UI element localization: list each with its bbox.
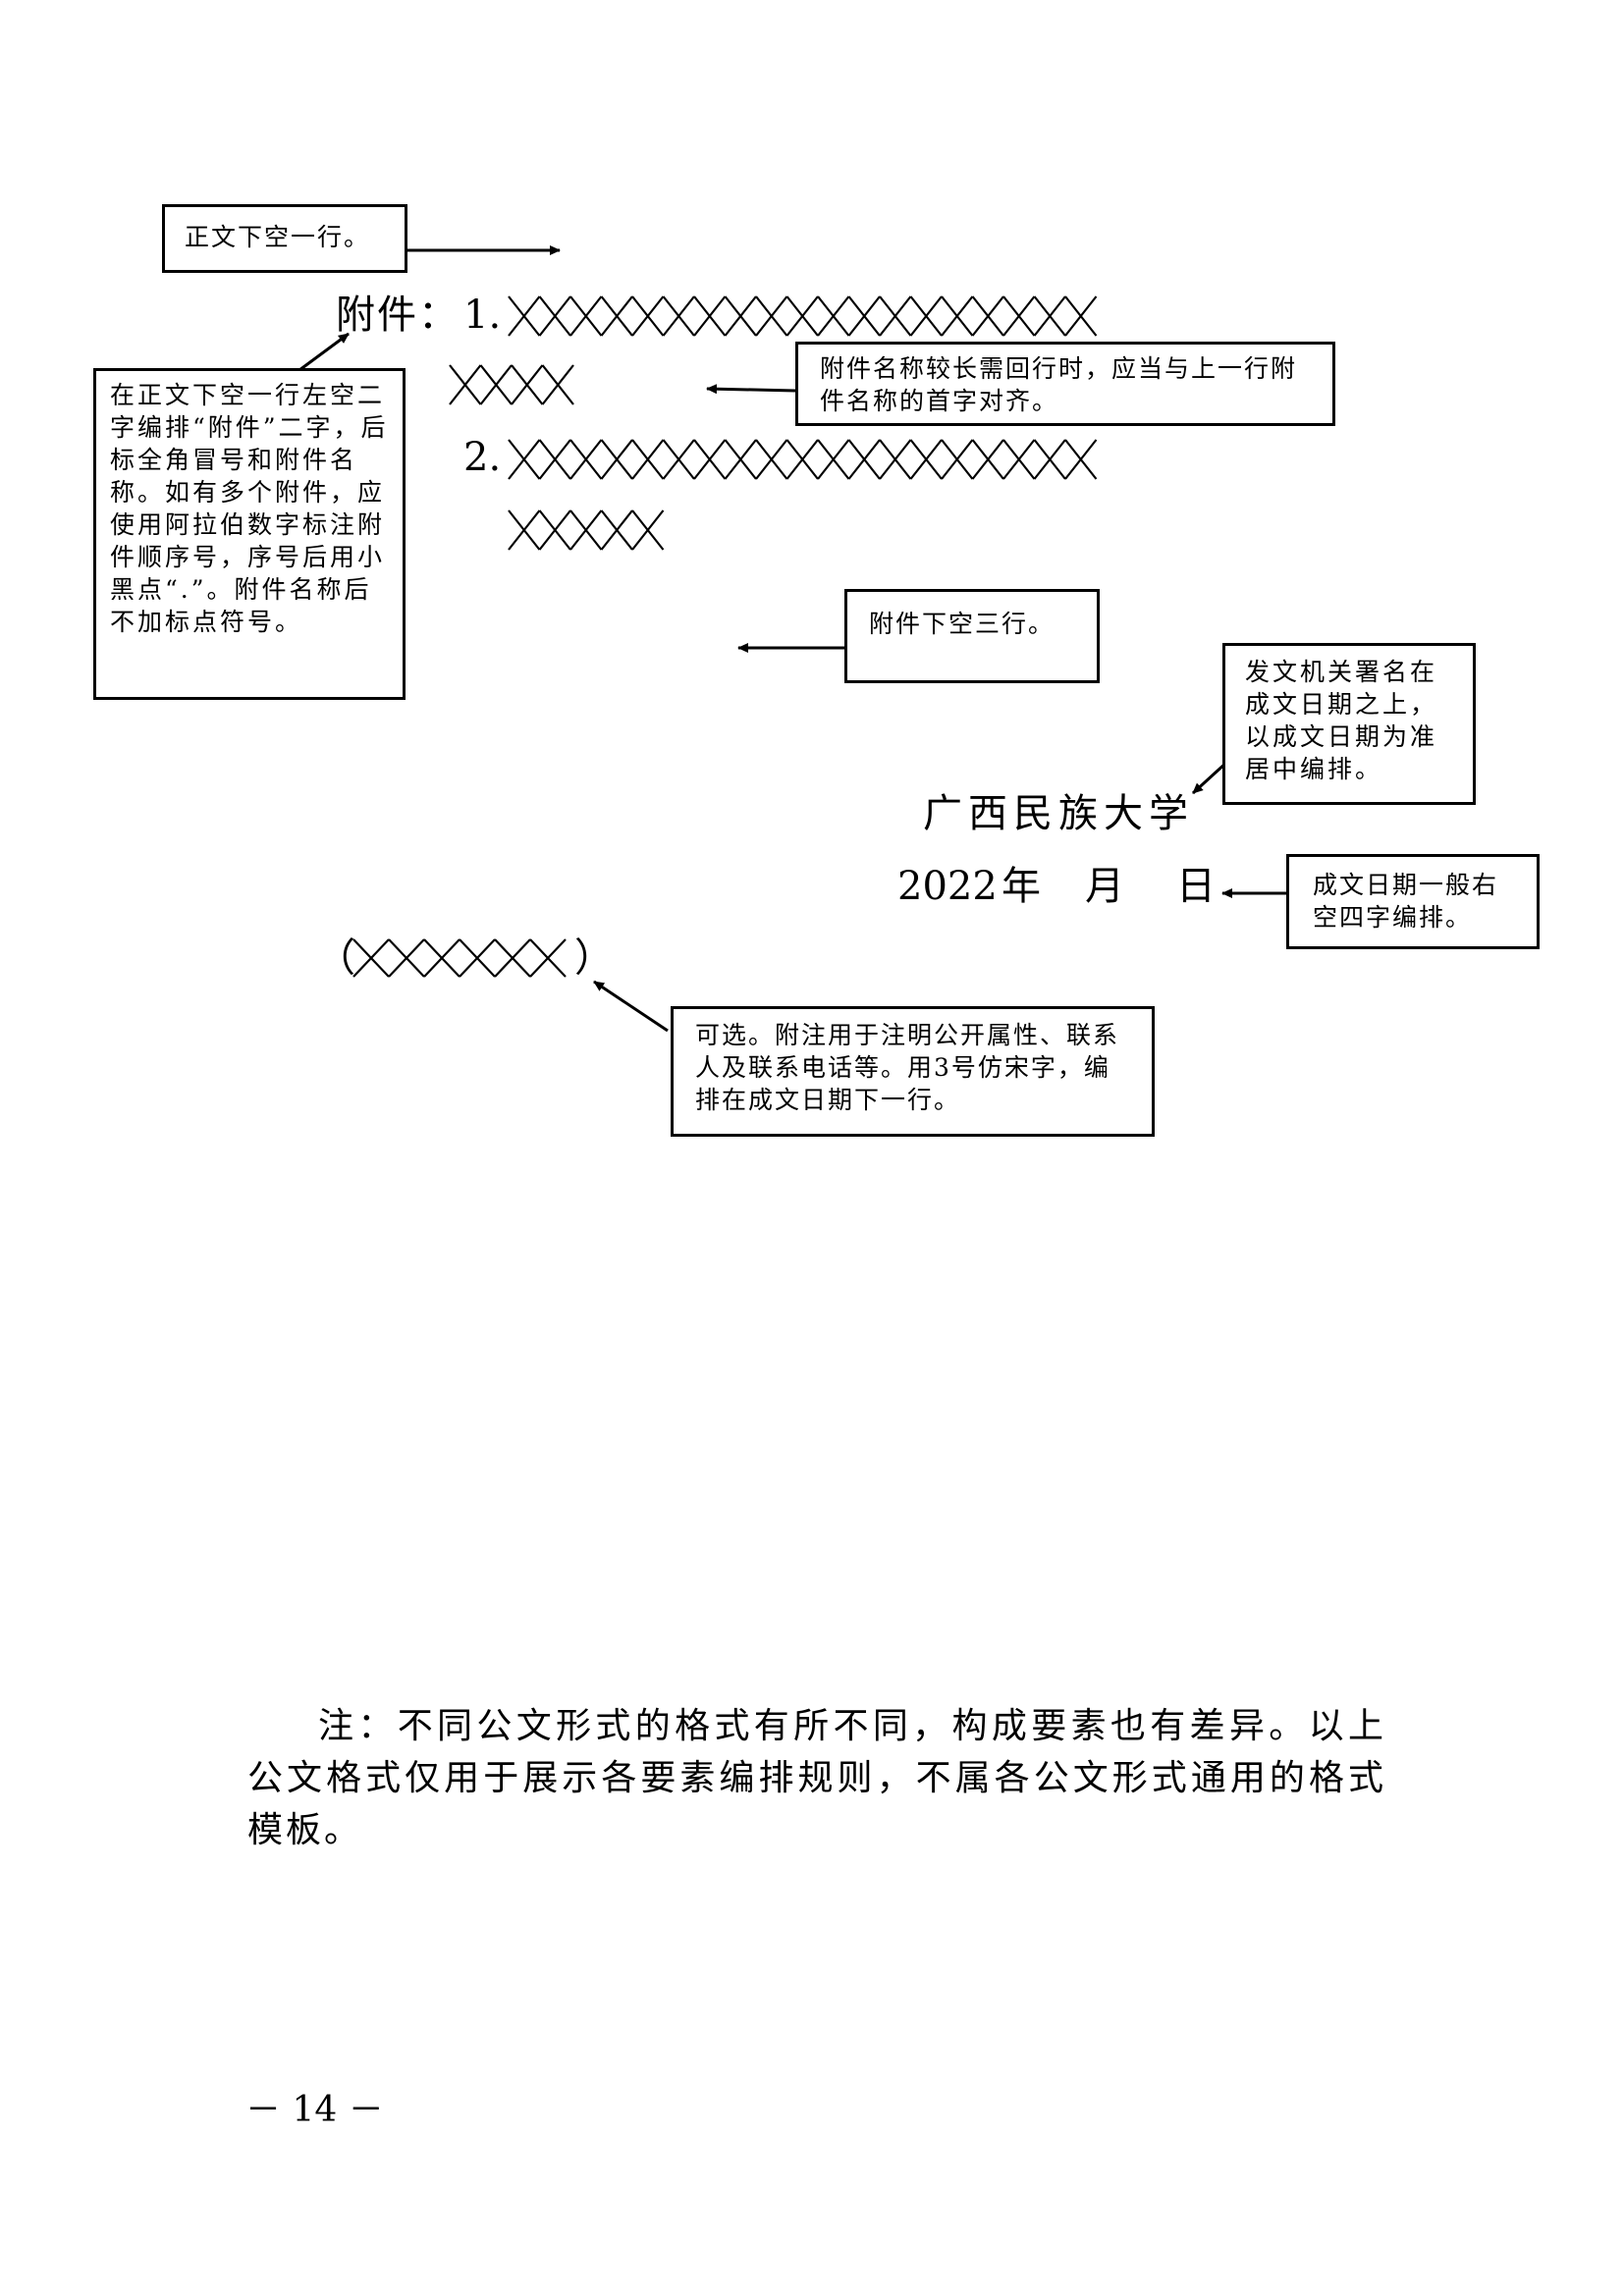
placeholder-x-item-1-line-1 — [569, 295, 603, 337]
remark-open-paren: （ — [316, 935, 355, 981]
placeholder-x-item-2-line-2 — [508, 509, 541, 551]
placeholder-x-item-1-line-2 — [541, 364, 574, 405]
placeholder-x-item-2-line-1 — [909, 439, 943, 480]
annotation-after-attachment-blank: 附件下空三行。 — [844, 589, 1100, 683]
placeholder-x-item-1-line-1 — [662, 295, 695, 337]
annotation-text: 在正文下空一行左空二字编排“附件”二字，后标全角冒号和附件名称。如有多个附件，应… — [110, 381, 389, 636]
placeholder-x-item-1-line-1 — [941, 295, 974, 337]
placeholder-x-item-2-line-1 — [1033, 439, 1066, 480]
placeholder-x-item-2-line-1 — [879, 439, 912, 480]
attachment-item-1-number: 1. — [463, 293, 502, 338]
placeholder-x-item-1-line-1 — [847, 295, 881, 337]
annotation-text: 正文下空一行。 — [185, 223, 371, 251]
annotation-text: 成文日期一般右空四字编排。 — [1313, 871, 1499, 932]
placeholder-x-item-1-line-1 — [879, 295, 912, 337]
date-year: 2022 — [897, 864, 998, 909]
placeholder-x-item-1-line-1 — [693, 295, 727, 337]
placeholder-x-item-2-line-1 — [971, 439, 1004, 480]
annotation-text: 附件名称较长需回行时，应当与上一行附件名称的首字对齐。 — [820, 354, 1298, 415]
date-month-unit: 月 — [1085, 864, 1124, 909]
placeholder-x-item-2-line-2 — [600, 509, 633, 551]
placeholder-x-item-1-line-2 — [511, 364, 544, 405]
arrow-attachment-label — [298, 332, 350, 372]
placeholder-x-item-1-line-2 — [479, 364, 513, 405]
annotation-attachment-wrap-rule: 附件名称较长需回行时，应当与上一行附件名称的首字对齐。 — [795, 342, 1335, 426]
placeholder-x-item-1-line-1 — [1064, 295, 1098, 337]
placeholder-x-item-2-line-1 — [1002, 439, 1036, 480]
annotation-remark-rule: 可选。附注用于注明公开属性、联系人及联系电话等。用3号仿宋字，编排在成文日期下一… — [671, 1006, 1155, 1137]
placeholder-x-item-2-line-1 — [538, 439, 571, 480]
placeholder-x-item-1-line-1 — [538, 295, 571, 337]
placeholder-x-item-1-line-1 — [1033, 295, 1066, 337]
placeholder-x-item-1-line-1 — [724, 295, 757, 337]
placeholder-x-item-1-line-1 — [909, 295, 943, 337]
format-note-text: 注：不同公文形式的格式有所不同，构成要素也有差异。以上公文格式仅用于展示各要素编… — [247, 1706, 1386, 1850]
annotation-date-rule: 成文日期一般右空四字编排。 — [1286, 854, 1540, 949]
placeholder-x-item-2-line-1 — [941, 439, 974, 480]
arrow-remark — [593, 980, 669, 1033]
annotation-text: 可选。附注用于注明公开属性、联系人及联系电话等。用3号仿宋字，编排在成文日期下一… — [695, 1021, 1120, 1114]
placeholder-x-item-2-line-1 — [847, 439, 881, 480]
annotation-body-blank-line: 正文下空一行。 — [162, 204, 407, 273]
placeholder-x-item-2-line-1 — [817, 439, 850, 480]
attachment-item-2-number: 2. — [463, 435, 502, 480]
placeholder-x-item-1-line-1 — [1002, 295, 1036, 337]
placeholder-x-item-1-line-1 — [631, 295, 665, 337]
placeholder-x-item-2-line-2 — [569, 509, 603, 551]
annotation-text: 发文机关署名在成文日期之上，以成文日期为准居中编排。 — [1245, 658, 1438, 783]
placeholder-x-remark — [459, 938, 496, 978]
annotation-attachment-label-rule: 在正文下空一行左空二字编排“附件”二字，后标全角冒号和附件名称。如有多个附件，应… — [93, 368, 406, 700]
placeholder-x-remark — [423, 938, 460, 978]
placeholder-x-item-2-line-1 — [1064, 439, 1098, 480]
date-year-unit: 年 — [1001, 864, 1041, 909]
placeholder-x-item-2-line-1 — [724, 439, 757, 480]
format-note: 注：不同公文形式的格式有所不同，构成要素也有差异。以上公文格式仅用于展示各要素编… — [247, 1700, 1386, 1856]
placeholder-x-item-1-line-1 — [817, 295, 850, 337]
placeholder-x-item-1-line-1 — [508, 295, 541, 337]
placeholder-x-item-2-line-1 — [631, 439, 665, 480]
placeholder-x-item-1-line-1 — [785, 295, 819, 337]
placeholder-x-item-2-line-1 — [693, 439, 727, 480]
issuer-signature: 广西民族大学 — [923, 791, 1194, 836]
placeholder-x-remark — [494, 938, 531, 978]
placeholder-x-item-2-line-2 — [538, 509, 571, 551]
page-number: － 14 － — [245, 2090, 384, 2130]
attachment-label: 附件： — [336, 293, 460, 338]
placeholder-x-item-1-line-1 — [755, 295, 788, 337]
placeholder-x-item-1-line-1 — [600, 295, 633, 337]
arrow-wrap-rule — [706, 384, 796, 395]
placeholder-x-item-2-line-1 — [569, 439, 603, 480]
placeholder-x-remark — [352, 938, 390, 978]
remark-close-paren: ） — [574, 935, 614, 981]
placeholder-x-item-1-line-1 — [971, 295, 1004, 337]
placeholder-x-item-2-line-2 — [631, 509, 665, 551]
date-day-unit: 日 — [1176, 864, 1216, 909]
placeholder-x-item-2-line-1 — [508, 439, 541, 480]
placeholder-x-remark — [529, 938, 567, 978]
placeholder-x-item-2-line-1 — [785, 439, 819, 480]
placeholder-x-item-2-line-1 — [662, 439, 695, 480]
placeholder-x-item-2-line-1 — [600, 439, 633, 480]
placeholder-x-item-1-line-2 — [449, 364, 482, 405]
placeholder-x-item-2-line-1 — [755, 439, 788, 480]
placeholder-x-remark — [388, 938, 425, 978]
annotation-issuer-signature-rule: 发文机关署名在成文日期之上，以成文日期为准居中编排。 — [1222, 643, 1476, 805]
annotation-text: 附件下空三行。 — [869, 610, 1056, 638]
